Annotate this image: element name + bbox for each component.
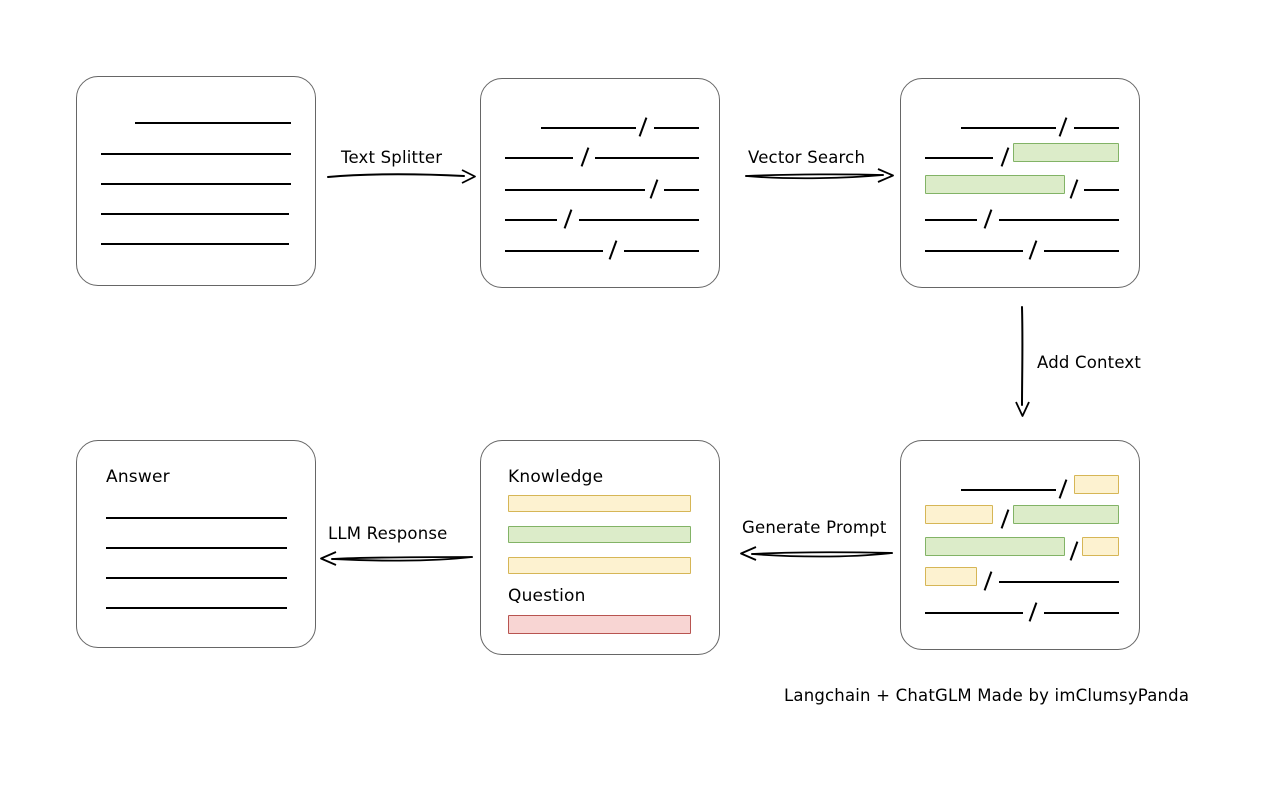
edge-add-context [1015,306,1030,417]
retrieved-chunk-highlight[interactable] [925,537,1065,556]
document-line [135,122,291,124]
answer-line [106,517,287,519]
prompt-node[interactable]: Knowledge Question [480,440,720,655]
chunk-segment [925,250,1023,252]
chunk-segment [925,612,1023,614]
chunk-segment [505,157,573,159]
retrieved-chunk-highlight[interactable] [1013,505,1119,524]
chunk-segment [505,250,603,252]
context-document-node[interactable] [900,440,1140,650]
chunk-segment [654,127,699,129]
chunk-separator [638,117,648,137]
chunk-segment [999,581,1119,583]
chunk-segment [505,189,645,191]
chunk-separator [983,209,993,229]
knowledge-chunk[interactable] [508,495,691,512]
question-label: Question [508,586,586,606]
chunk-segment [925,157,993,159]
question-chunk[interactable] [508,615,691,634]
edge-label-add-context: Add Context [1037,353,1142,372]
chunk-segment [961,127,1056,129]
edge-label-vector-search: Vector Search [748,148,866,167]
chunk-separator [1028,602,1038,622]
edge-label-text-splitter: Text Splitter [341,148,443,167]
edge-text-splitter [327,169,476,184]
chunk-segment [925,219,977,221]
document-line [101,213,289,215]
chunk-segment [999,219,1119,221]
edge-generate-prompt [740,546,893,561]
chunk-segment [505,219,557,221]
chunk-segment [579,219,699,221]
answer-line [106,607,287,609]
chunk-segment [541,127,636,129]
document-line [101,243,289,245]
chunk-separator [1000,509,1010,529]
chunk-segment [1044,250,1119,252]
chunk-segment [961,489,1056,491]
chunk-segment [595,157,699,159]
chunk-separator [608,240,618,260]
context-chunk-highlight[interactable] [925,567,977,586]
chunk-segment [1084,189,1119,191]
document-line [101,183,291,185]
answer-line [106,547,287,549]
chunk-separator [983,571,993,591]
retrieved-chunk-highlight[interactable] [925,175,1065,194]
vector-search-result-node[interactable] [900,78,1140,288]
context-chunk-highlight[interactable] [1082,537,1119,556]
answer-node[interactable]: Answer [76,440,316,648]
document-line [101,153,291,155]
chunk-separator [1069,179,1079,199]
retrieved-chunk-highlight[interactable] [1013,143,1119,162]
knowledge-label: Knowledge [508,467,604,487]
chunk-segment [664,189,699,191]
edge-vector-search [745,168,894,183]
chunk-separator [580,147,590,167]
chunk-separator [1028,240,1038,260]
context-chunk-highlight[interactable] [1074,475,1119,494]
knowledge-chunk[interactable] [508,557,691,574]
knowledge-chunk[interactable] [508,526,691,543]
chunk-separator [1000,147,1010,167]
chunk-segment [1044,612,1119,614]
chunk-separator [1069,541,1079,561]
chunk-separator [649,179,659,199]
answer-line [106,577,287,579]
answer-label: Answer [106,467,170,487]
footer-credit: Langchain + ChatGLM Made by imClumsyPand… [784,686,1190,705]
chunk-segment [624,250,699,252]
chunk-separator [1058,117,1068,137]
edge-label-generate-prompt: Generate Prompt [742,518,887,537]
split-document-node[interactable] [480,78,720,288]
context-chunk-highlight[interactable] [925,505,993,524]
chunk-separator [563,209,573,229]
edge-label-llm-response: LLM Response [328,524,448,543]
source-document-node[interactable] [76,76,316,286]
chunk-segment [1074,127,1119,129]
edge-llm-response [320,551,473,566]
chunk-separator [1058,479,1068,499]
